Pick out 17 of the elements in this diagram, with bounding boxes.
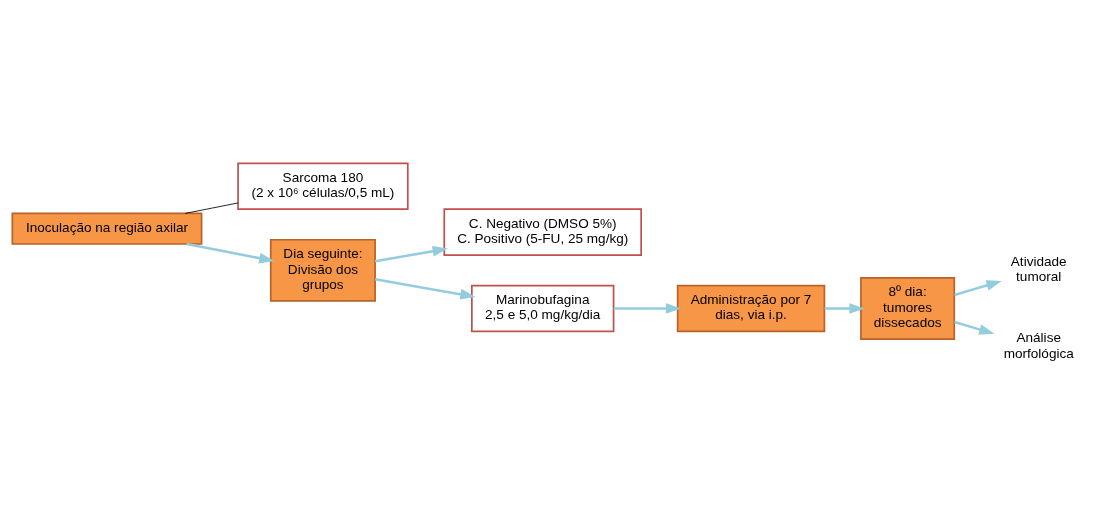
arrow: [186, 242, 275, 263]
node-box: Administração por 7 dias, via i.p.: [676, 284, 826, 332]
arrow: [374, 245, 448, 263]
node-box: 8º dia: tumores dissecados: [860, 276, 956, 340]
node-text: Análise morfológica: [1003, 329, 1074, 361]
node-box: Marinobufagina 2,5 e 5,0 mg/kg/dia: [471, 284, 615, 332]
arrow: [824, 302, 865, 314]
node-box: Dia seguinte: Divisão dos grupos: [269, 238, 376, 302]
arrow: [374, 277, 476, 300]
node-box: C. Negativo (DMSO 5%) C. Positivo (5-FU, 25 mg/kg): [443, 207, 642, 256]
arrow: [954, 279, 1002, 296]
node-box: Inoculação na região axilar: [11, 212, 203, 245]
node-box: Sarcoma 180 (2 x 10⁶ células/0,5 mL): [237, 162, 409, 210]
arrow: [954, 320, 995, 335]
node-text: Atividade tumoral: [1010, 253, 1067, 284]
arrow: [613, 302, 682, 314]
connector: [184, 202, 239, 214]
